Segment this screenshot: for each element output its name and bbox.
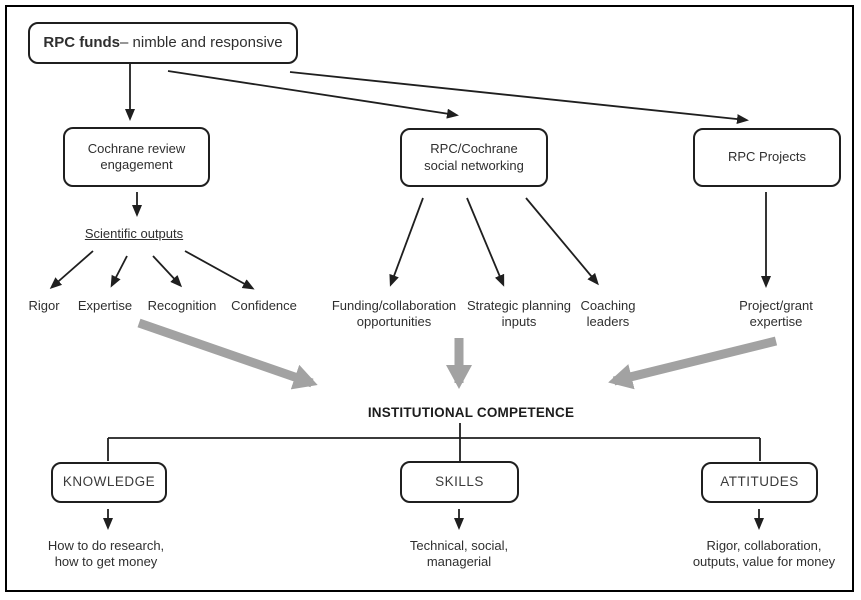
label-strategic-planning: Strategic planning inputs — [466, 298, 572, 329]
label-scientific-outputs: Scientific outputs — [84, 226, 184, 241]
label-attitudes-detail: Rigor, collaboration, outputs, value for… — [692, 538, 836, 569]
rpc-funds-label-bold: RPC funds — [43, 33, 121, 51]
arrow-networking-to-strategic — [466, 197, 505, 287]
arrow-outputs-to-rigor — [49, 250, 94, 289]
arrow-outputs-to-expertise — [110, 255, 128, 288]
arrow-outputs-to-confidence — [184, 250, 255, 290]
gray-arrow-left — [137, 318, 318, 390]
arrow-networking-to-funding — [389, 197, 424, 287]
label-confidence: Confidence — [231, 298, 297, 313]
node-skills: SKILLS — [400, 461, 519, 503]
node-rpc-funds: RPC funds – nimble and responsive — [28, 22, 298, 64]
label-rigor: Rigor — [28, 298, 60, 313]
label-knowledge-detail: How to do research, how to get money — [47, 538, 165, 569]
label-recognition: Recognition — [147, 298, 217, 313]
arrow-outputs-to-recognition — [152, 255, 183, 288]
label-institutional-competence: INSTITUTIONAL COMPETENCE — [367, 405, 575, 420]
arrow-funds-to-networking — [167, 70, 459, 119]
label-skills-detail: Technical, social, managerial — [409, 538, 509, 569]
label-project-grant-expertise: Project/grant expertise — [739, 298, 813, 329]
label-coaching-leaders: Coaching leaders — [580, 298, 636, 329]
gray-arrow-right — [608, 336, 778, 390]
label-funding-collaboration: Funding/collaboration opportunities — [331, 298, 457, 329]
rpc-funds-label-rest: – nimble and responsive — [120, 33, 283, 51]
node-knowledge: KNOWLEDGE — [51, 462, 167, 503]
node-rpc-cochrane-social-networking: RPC/Cochrane social networking — [400, 128, 548, 187]
arrow-funds-to-projects — [289, 71, 749, 125]
arrow-networking-to-coaching — [525, 197, 599, 286]
label-expertise: Expertise — [77, 298, 133, 313]
node-rpc-projects: RPC Projects — [693, 128, 841, 187]
node-attitudes: ATTITUDES — [701, 462, 818, 503]
node-cochrane-review-engagement: Cochrane review engagement — [63, 127, 210, 187]
